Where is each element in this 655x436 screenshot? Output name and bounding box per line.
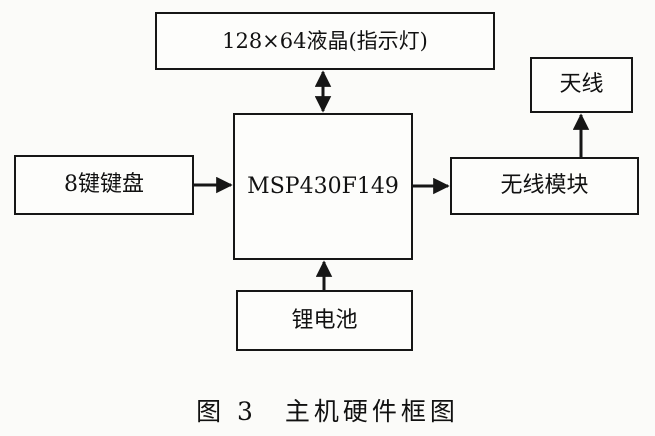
figure-number: 图 3 [196,397,257,426]
battery-block: 锂电池 [236,290,413,351]
lcd-display-label: 128×64液晶(指示灯) [222,28,428,53]
keypad-label: 8键键盘 [64,172,144,197]
antenna-block: 天线 [530,57,633,113]
keypad-block: 8键键盘 [14,155,194,215]
antenna-label: 天线 [559,72,604,97]
lcd-display-block: 128×64液晶(指示灯) [155,12,495,70]
battery-label: 锂电池 [291,307,358,333]
mcu-block: MSP430F149 [233,113,413,260]
wireless-module-label: 无线模块 [500,173,589,198]
wireless-module-block: 无线模块 [450,157,639,215]
figure-caption: 图 3 主机硬件框图 [0,392,655,428]
figure-title: 主机硬件框图 [284,397,459,426]
mcu-label: MSP430F149 [247,173,399,199]
